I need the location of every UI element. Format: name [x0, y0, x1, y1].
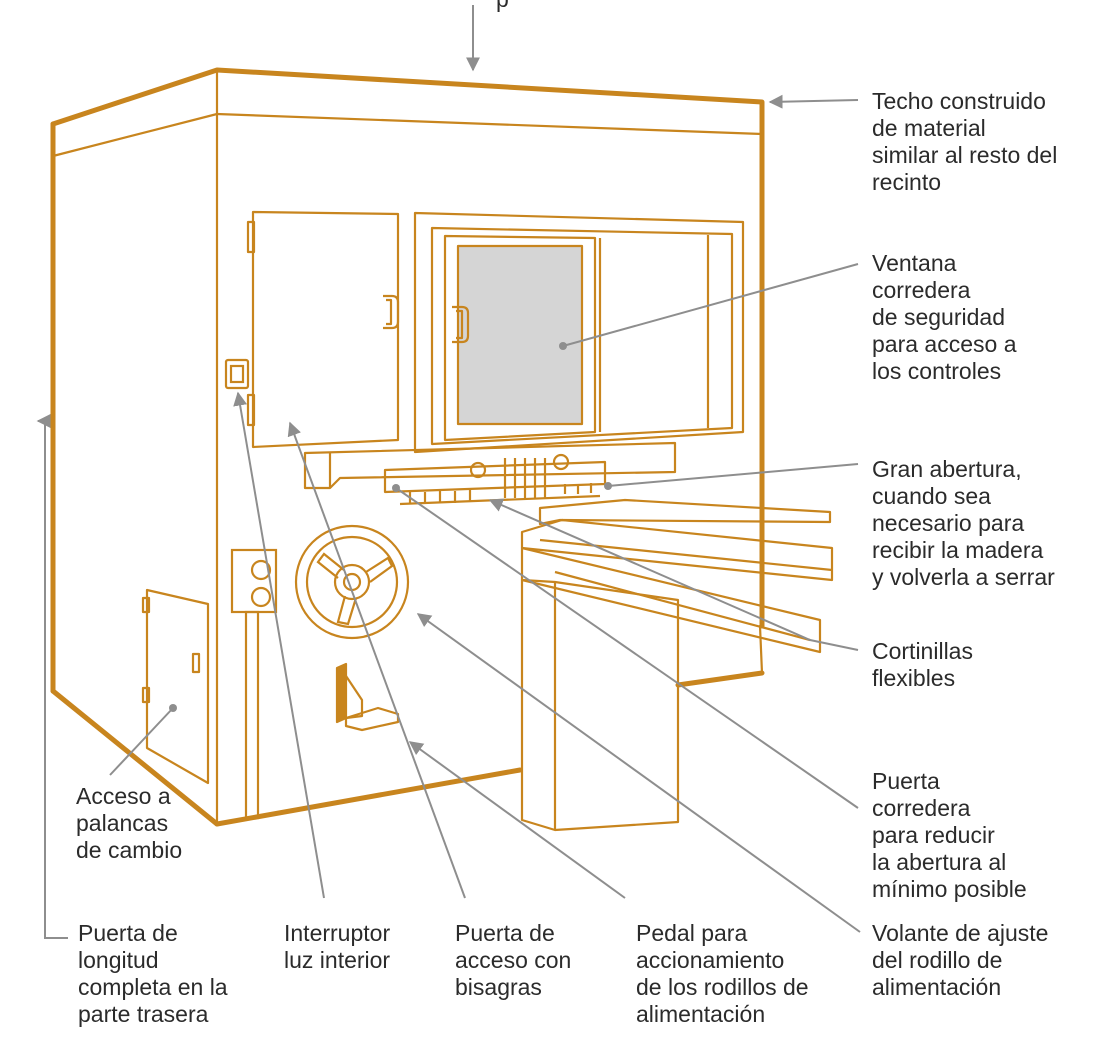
leader-lines	[36, 5, 861, 939]
hinged-door-label: Puerta de acceso con bisagras	[455, 920, 572, 1000]
window-handle	[452, 305, 470, 344]
infeed-shelf	[303, 441, 677, 490]
infeed-table	[520, 498, 834, 832]
door-handle	[383, 294, 400, 330]
hinged-access-door	[246, 210, 400, 449]
rear-door-label: Puerta de longitud completa en la parte …	[78, 920, 228, 1027]
sliding-safety-window	[413, 211, 745, 454]
infeed-opening	[303, 441, 677, 506]
feed-pedal	[335, 662, 400, 732]
handwheel-label: Volante de ajuste del rodillo de aliment…	[872, 920, 1049, 1000]
enclosure-body	[50, 67, 765, 827]
enclosure-outline	[50, 67, 765, 827]
gear-levers-label: Acceso a palancas de cambio	[76, 783, 183, 863]
roof-label: Techo construido de material similar al …	[872, 88, 1058, 195]
pedal-label: Pedal para accionamiento de los rodillos…	[636, 920, 809, 1027]
window-label: Ventana corredera de seguridad para acce…	[872, 250, 1017, 384]
opening-label: Gran abertura, cuando sea necesario para…	[872, 456, 1055, 590]
handwheel	[294, 524, 410, 640]
light-switch-label: Interruptor luz interior	[284, 920, 391, 973]
top-fragment-label: p	[496, 0, 509, 13]
leader-dots	[169, 342, 612, 712]
light-switch	[224, 358, 250, 390]
curtains-label: Cortinillas flexibles	[872, 638, 973, 691]
gear-lever-access-door	[141, 588, 210, 785]
sliding-door-label: Puerta corredera para reducir la abertur…	[872, 768, 1027, 902]
control-box	[230, 548, 278, 820]
